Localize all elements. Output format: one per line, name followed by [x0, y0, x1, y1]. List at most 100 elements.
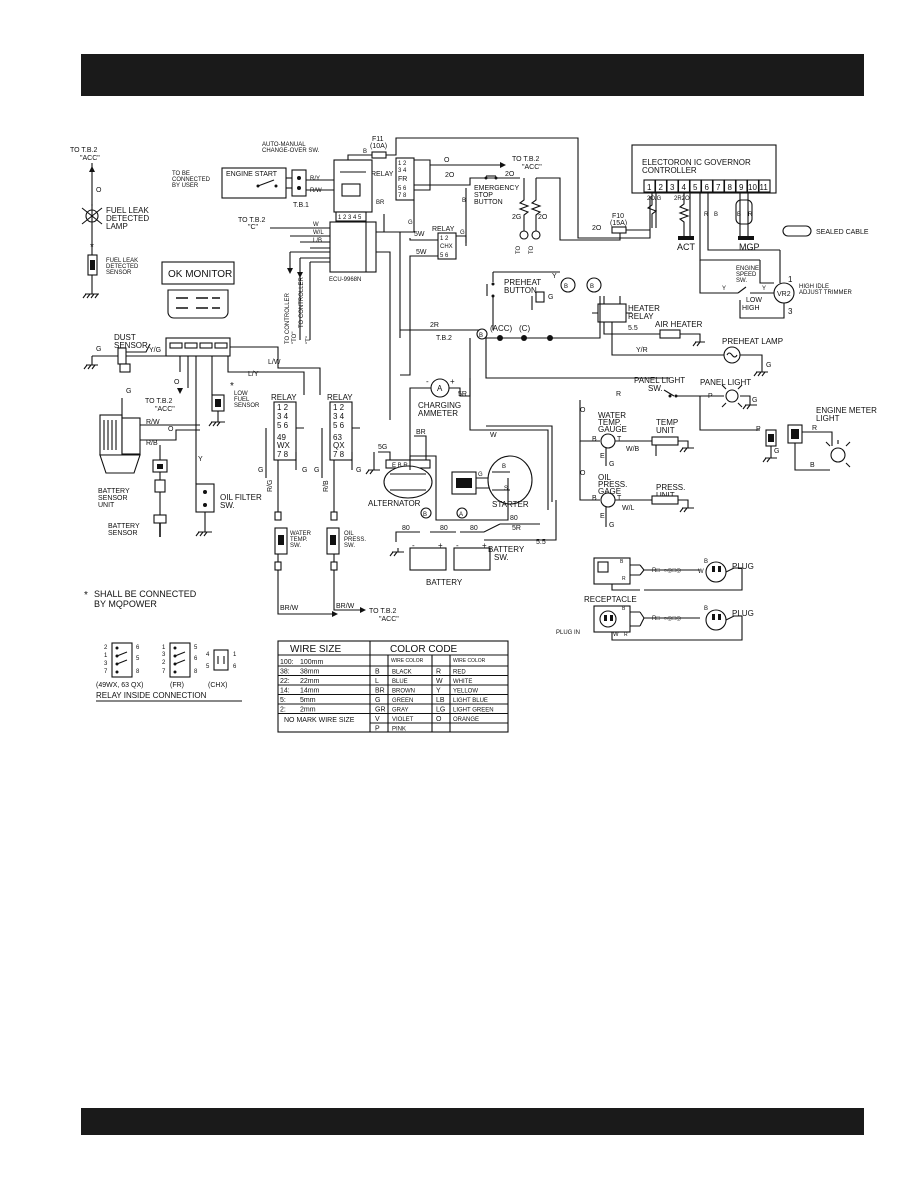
svg-text:Y: Y — [762, 286, 766, 292]
governor-pin-label: 4 — [682, 183, 687, 192]
svg-text:(C): (C) — [519, 324, 530, 333]
svg-text:PREHEAT LAMP: PREHEAT LAMP — [722, 337, 783, 346]
svg-text:R/G: R/G — [267, 480, 274, 492]
plugs-section: BR R□~○◎□◎ B W PLUG RECEPTACLE BR R□~○◎□… — [556, 557, 754, 641]
fuel-leak-lamp-icon — [81, 204, 103, 228]
svg-text:Y: Y — [552, 273, 557, 280]
svg-text:G: G — [766, 362, 771, 369]
color-code: O — [436, 716, 442, 723]
fuse-f10: F10 (15A) 2O — [592, 213, 627, 234]
svg-text:QX: QX — [333, 441, 345, 450]
wire-size-value: 14mm — [300, 688, 320, 695]
svg-text:6: 6 — [233, 664, 237, 670]
svg-text:HIGH: HIGH — [742, 305, 760, 312]
svg-text:2O/G: 2O/G — [647, 196, 662, 202]
svg-text:(15A): (15A) — [610, 220, 627, 227]
svg-text:8: 8 — [194, 669, 198, 675]
svg-text:FR: FR — [398, 176, 407, 183]
svg-text:Y: Y — [198, 456, 203, 463]
ground-icon — [82, 293, 99, 299]
svg-text:3 4: 3 4 — [277, 412, 289, 421]
svg-text:T: T — [617, 436, 622, 443]
svg-text:BR: BR — [416, 429, 426, 436]
svg-text:5W: 5W — [414, 231, 425, 238]
engine-meter-light-icon — [830, 447, 846, 463]
svg-text:B: B — [810, 462, 815, 469]
svg-text:G: G — [96, 346, 101, 353]
color-code: LG — [436, 707, 445, 714]
header-bar — [81, 54, 864, 96]
svg-text:B: B — [502, 464, 506, 470]
wire-size-code: 5: — [280, 697, 286, 704]
color-name: VIOLET — [392, 717, 414, 723]
svg-text:E: E — [600, 453, 605, 460]
starter: W G B S STARTER — [409, 378, 553, 521]
svg-text:BATTERY: BATTERY — [426, 578, 463, 587]
svg-text:6: 6 — [194, 656, 198, 662]
svg-text:L/Y: L/Y — [248, 371, 259, 378]
color-code: LB — [436, 697, 445, 704]
svg-text:B: B — [363, 149, 367, 155]
auto-manual-switch[interactable] — [333, 159, 373, 213]
svg-text:G: G — [752, 397, 757, 404]
svg-text:W/L: W/L — [313, 230, 324, 236]
svg-text:G: G — [609, 522, 614, 529]
svg-text:"ACC": "ACC" — [522, 164, 542, 171]
plug-icon — [705, 561, 727, 583]
svg-text:G: G — [126, 388, 131, 395]
fuel-acc: "ACC" — [80, 155, 100, 162]
svg-text:RELAY: RELAY — [371, 171, 394, 178]
color-name: GRAY — [392, 708, 409, 714]
governor-pin-label: 1 — [647, 183, 652, 192]
svg-text:R: R — [616, 391, 621, 398]
svg-text:"C": "C" — [248, 224, 259, 231]
svg-text:E B R: E B R — [392, 463, 408, 469]
svg-text:1 2: 1 2 — [277, 403, 289, 412]
sealed-cable-icon — [782, 225, 812, 237]
svg-text:B: B — [592, 495, 597, 502]
svg-text:2: 2 — [162, 660, 166, 666]
tb2-acc-mid: TO T.B.2 "ACC" — [145, 398, 175, 413]
governor-pin-label: 9 — [739, 183, 744, 192]
svg-text:*: * — [90, 242, 94, 253]
footer-bar — [81, 1108, 864, 1135]
svg-text:G: G — [302, 467, 307, 474]
svg-text:1 2 3 4 5: 1 2 3 4 5 — [338, 215, 362, 221]
svg-text:(CHX): (CHX) — [208, 682, 227, 689]
svg-text:"ACC": "ACC" — [379, 616, 399, 623]
svg-text:7: 7 — [104, 669, 108, 675]
svg-text:G: G — [774, 448, 779, 455]
svg-text:(FR): (FR) — [170, 682, 184, 689]
svg-text:G: G — [408, 220, 413, 226]
svg-text:T: T — [617, 495, 622, 502]
svg-text:MGP: MGP — [739, 242, 760, 252]
wire-size-value: 22mm — [300, 678, 320, 685]
svg-text:SHALL BE CONNECTED: SHALL BE CONNECTED — [94, 589, 197, 599]
color-code: R — [436, 669, 441, 676]
color-name: ORANGE — [453, 717, 479, 723]
svg-text:2O: 2O — [538, 214, 548, 221]
governor-pin — [758, 179, 771, 193]
governor-pin-label: 2 — [659, 183, 664, 192]
svg-text:"ACC": "ACC" — [155, 406, 175, 413]
svg-text:Y/G: Y/G — [149, 347, 161, 354]
svg-text:(10A): (10A) — [370, 143, 387, 150]
svg-text:-: - — [412, 541, 415, 550]
svg-text:W/L: W/L — [622, 505, 635, 512]
svg-text:VR2: VR2 — [777, 291, 791, 298]
svg-text:L/B: L/B — [313, 238, 322, 244]
battery-section: B A 80 80 80 80 5R 5.5 -+ -+ BATTERY BAT… — [389, 500, 557, 587]
color-code: BR — [375, 688, 385, 695]
